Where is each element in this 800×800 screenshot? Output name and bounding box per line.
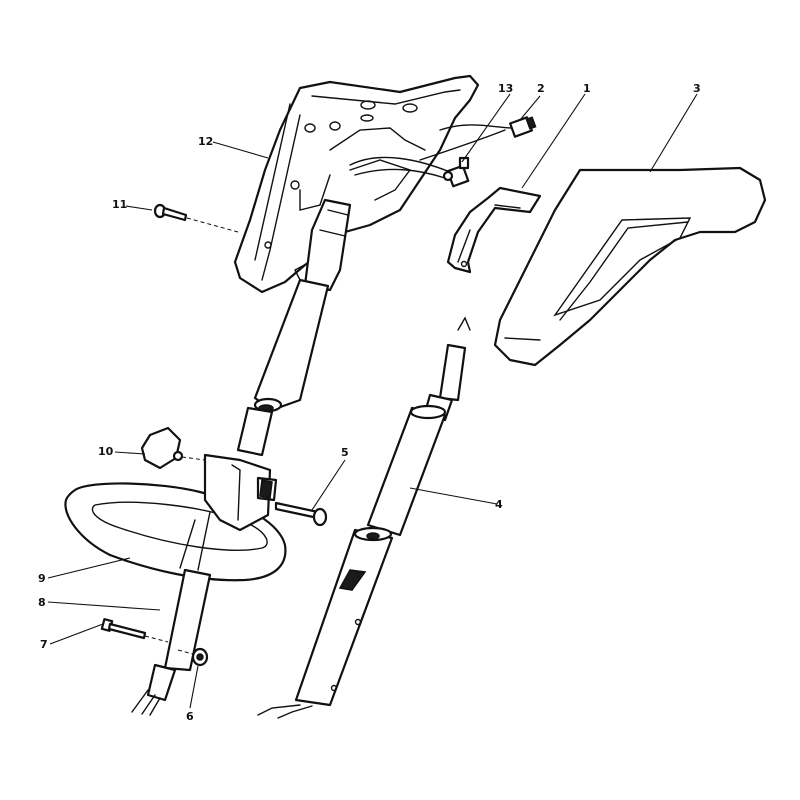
part-7-bolt <box>100 618 169 643</box>
callout-10: 10 <box>98 445 114 458</box>
part-13-switch <box>442 156 470 188</box>
callout-9: 9 <box>38 572 46 585</box>
part-12-handle-housing <box>233 74 480 294</box>
callout-7: 7 <box>40 638 48 651</box>
callout-labels: 1 2 3 4 5 6 7 8 9 10 11 12 13 <box>38 82 701 723</box>
callout-2: 2 <box>537 82 545 95</box>
callout-5: 5 <box>341 446 349 459</box>
callout-3: 3 <box>693 82 701 95</box>
part-4-lower-tube <box>257 316 471 719</box>
wiring <box>349 124 513 179</box>
callout-1: 1 <box>583 82 591 95</box>
part-6-nut <box>177 647 209 667</box>
part-11-screw <box>153 203 239 233</box>
part-1-trigger-bracket <box>446 186 542 274</box>
callout-11: 11 <box>112 198 127 211</box>
part-10-clamp-knob <box>140 426 206 470</box>
callout-13: 13 <box>498 82 513 95</box>
part-8-lower-shaft <box>131 453 278 716</box>
leader-lines <box>47 93 698 709</box>
callout-12: 12 <box>198 135 213 148</box>
callout-4: 4 <box>495 498 503 511</box>
part-2-connector-plug <box>509 116 537 138</box>
part-3-handle-cover <box>493 166 767 367</box>
callout-6: 6 <box>186 710 194 723</box>
part-5-bolt <box>274 501 328 527</box>
callout-8: 8 <box>38 596 46 609</box>
upper-shaft <box>236 198 352 457</box>
